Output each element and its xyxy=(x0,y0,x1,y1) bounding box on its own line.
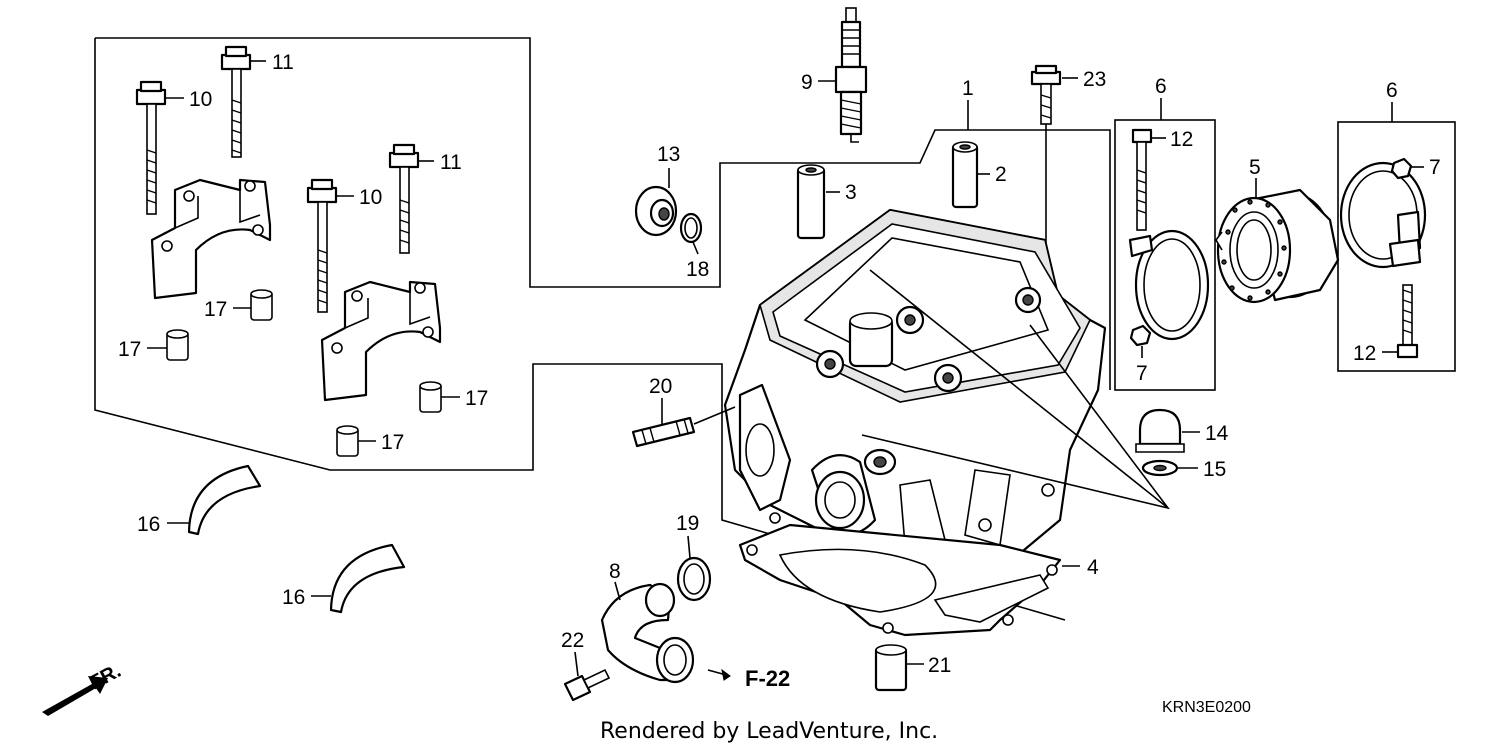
bolt-10-right[interactable] xyxy=(306,178,338,313)
intake-clamp-group-outline xyxy=(1114,119,1216,391)
cylinder-head-gasket-4[interactable] xyxy=(738,523,1062,637)
part-label-12a: 12 xyxy=(1170,128,1193,151)
part-label-19: 19 xyxy=(676,512,699,535)
dowel-pin-17d[interactable] xyxy=(336,425,359,457)
clamp-band-6-left[interactable] xyxy=(1128,229,1210,341)
insulator-5[interactable] xyxy=(1215,188,1340,304)
part-label-20: 20 xyxy=(649,375,672,398)
dowel-pin-17a[interactable] xyxy=(250,289,273,321)
cap-nut-14[interactable] xyxy=(1135,408,1185,453)
part-label-15: 15 xyxy=(1203,458,1226,481)
seal-13[interactable] xyxy=(634,185,678,237)
front-arrow-icon xyxy=(42,676,108,716)
part-label-17a: 17 xyxy=(204,298,227,321)
part-label-7b: 7 xyxy=(1429,156,1441,179)
front-direction-arrow: FR. xyxy=(42,660,125,716)
part-label-16a: 16 xyxy=(137,513,160,536)
dowel-pin-17b[interactable] xyxy=(166,329,189,361)
bolt-11-left[interactable] xyxy=(220,45,252,158)
dowel-pin-17c[interactable] xyxy=(419,381,442,413)
part-label-18: 18 xyxy=(686,258,709,281)
part-label-11a: 11 xyxy=(272,51,294,74)
part-label-16b: 16 xyxy=(282,586,305,609)
part-label-17c: 17 xyxy=(465,387,488,410)
part-label-3: 3 xyxy=(845,181,857,204)
insulator-clamp-group-outline xyxy=(1337,121,1456,372)
leader-lines xyxy=(147,60,1424,677)
semicircular-plug-16b[interactable] xyxy=(329,543,406,614)
camshaft-holder-group-outline xyxy=(95,37,1111,390)
part-label-6a: 6 xyxy=(1155,75,1167,98)
valve-guide-2[interactable] xyxy=(951,141,979,209)
spark-plug-9[interactable] xyxy=(834,7,868,143)
bolt-11-right[interactable] xyxy=(388,143,420,254)
bolt-10-left[interactable] xyxy=(135,80,167,215)
stud-bolt-20[interactable] xyxy=(631,416,696,448)
part-label-10b: 10 xyxy=(359,186,382,209)
bolt-22[interactable] xyxy=(563,668,611,702)
part-label-1: 1 xyxy=(962,77,974,100)
o-ring-19[interactable] xyxy=(676,556,712,602)
part-label-17b: 17 xyxy=(118,338,141,361)
part-label-14: 14 xyxy=(1205,422,1229,445)
part-label-23: 23 xyxy=(1083,68,1106,91)
bolt-12-upper[interactable] xyxy=(1131,128,1153,231)
part-label-5: 5 xyxy=(1249,156,1261,179)
part-label-11b: 11 xyxy=(440,151,462,174)
part-label-2: 2 xyxy=(995,163,1007,186)
water-joint-8[interactable] xyxy=(600,582,695,684)
semicircular-plug-16a[interactable] xyxy=(187,464,262,536)
part-label-9: 9 xyxy=(801,71,813,94)
reference-f22[interactable]: F-22 xyxy=(707,666,790,691)
part-label-21: 21 xyxy=(928,654,951,677)
part-label-7a: 7 xyxy=(1136,362,1148,385)
nut-7-left[interactable] xyxy=(1129,324,1152,347)
leader-head-to-stud-area xyxy=(869,269,1169,509)
part-label-4: 4 xyxy=(1087,556,1099,579)
part-label-12b: 12 xyxy=(1353,342,1376,365)
camshaft-holder-group-outline-lower xyxy=(94,38,1066,621)
diagram-code: KRN3E0200 xyxy=(1162,699,1251,716)
reference-f22-label: F-22 xyxy=(745,666,790,691)
cylinder-head-1[interactable] xyxy=(723,208,1107,572)
camshaft-holder-left[interactable] xyxy=(150,178,272,300)
part-label-6b: 6 xyxy=(1386,79,1398,102)
bolt-23[interactable] xyxy=(1030,64,1062,125)
part-label-17d: 17 xyxy=(381,431,404,454)
nut-7-right[interactable] xyxy=(1390,157,1413,180)
o-ring-18[interactable] xyxy=(679,212,703,244)
washer-15[interactable] xyxy=(1141,459,1179,477)
stud-20-axis xyxy=(693,406,736,425)
valve-guide-3[interactable] xyxy=(796,164,826,240)
bolt-12-lower[interactable] xyxy=(1396,284,1419,359)
part-label-13: 13 xyxy=(657,143,680,166)
clamp-band-6-right[interactable] xyxy=(1339,161,1427,269)
credit-text: Rendered by LeadVenture, Inc. xyxy=(600,719,938,744)
part-label-10a: 10 xyxy=(189,88,212,111)
dowel-pin-21[interactable] xyxy=(874,644,908,692)
part-label-8: 8 xyxy=(609,560,621,583)
part-label-22: 22 xyxy=(561,629,584,652)
camshaft-holder-right[interactable] xyxy=(320,280,442,402)
